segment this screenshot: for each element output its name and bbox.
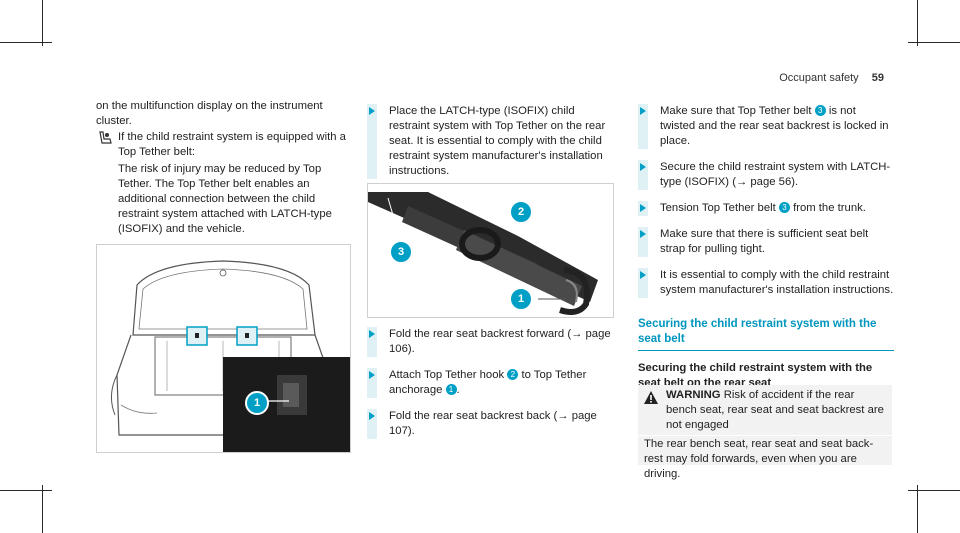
tether-drawing	[368, 184, 613, 317]
intro-text: on the multifunction display on the inst…	[96, 100, 323, 127]
step-text: Make sure that Top Tether belt 3 is not …	[660, 105, 889, 147]
step-text: It is essential to comply with the child…	[660, 269, 894, 296]
crop-mark	[42, 0, 43, 46]
crop-mark	[917, 0, 918, 46]
step-arrow-icon	[640, 204, 646, 212]
number-badge-3: 3	[814, 105, 826, 116]
warning-text: Risk of accident if the rear bench seat,…	[666, 389, 884, 431]
step-arrow-icon	[640, 271, 646, 279]
warning-heading: WARNING Risk of accident if the rear ben…	[666, 388, 888, 433]
step-arrow-icon	[640, 107, 646, 115]
middle-column-steps: Fold the rear seat backrest forward (→ p…	[367, 327, 612, 439]
warning-divider	[638, 435, 892, 436]
callout-2: 2	[509, 200, 533, 224]
step-fold-back: Fold the rear seat backrest back (→ page…	[367, 409, 612, 439]
step-arrow-icon	[369, 107, 375, 115]
step-text: Fold the rear seat backrest back (→ page…	[389, 410, 597, 437]
left-column: on the multifunction display on the inst…	[96, 99, 346, 237]
step-fold-forward: Fold the rear seat backrest forward (→ p…	[367, 327, 612, 357]
warning-text-block: WARNING Risk of accident if the rear ben…	[666, 388, 888, 433]
step-arrow-icon	[640, 230, 646, 238]
running-header: Occupant safety 59	[779, 72, 884, 84]
step-arrow-icon	[369, 371, 375, 379]
warning-label: WARNING	[666, 389, 721, 401]
step-text: Attach Top Tether hook 2 to Top Tether a…	[389, 369, 587, 396]
step-manufacturer-instructions: It is essential to comply with the child…	[638, 268, 894, 298]
step-attach-hook: Attach Top Tether hook 2 to Top Tether a…	[367, 368, 612, 398]
number-badge-3: 3	[778, 202, 790, 213]
step-secure-isofix: Secure the child restraint system with L…	[638, 160, 894, 190]
note-explanation: The risk of injury may be reduced by Top…	[118, 163, 332, 235]
crop-mark	[0, 42, 52, 43]
crop-mark	[908, 490, 960, 491]
car-rear-drawing	[97, 245, 350, 452]
note-condition: If the child restraint system is equippe…	[118, 131, 346, 158]
step-text: Fold the rear seat backrest forward (→ p…	[389, 328, 611, 355]
warning-box: WARNING Risk of accident if the rear ben…	[638, 385, 892, 480]
right-column: Make sure that Top Tether belt 3 is not …	[638, 104, 894, 391]
crop-mark	[908, 42, 960, 43]
page-number: 59	[871, 72, 884, 84]
warning-triangle-icon	[644, 391, 658, 404]
note-block: If the child restraint system is equippe…	[96, 130, 346, 237]
section-heading-text: Securing the child restraint system with…	[638, 318, 877, 345]
top-tether-illustration: 2 3 1	[367, 183, 614, 318]
callout-3: 3	[389, 240, 413, 264]
callout-1: 1	[509, 287, 533, 311]
crop-mark	[917, 485, 918, 533]
step-check-twisted: Make sure that Top Tether belt 3 is not …	[638, 104, 894, 149]
step-sufficient-strap: Make sure that there is sufficient seat …	[638, 227, 894, 257]
step-arrow-icon	[640, 163, 646, 171]
crop-mark	[0, 490, 52, 491]
step-text: Place the LATCH-type (ISOFIX) child rest…	[389, 105, 606, 177]
middle-column: Place the LATCH-type (ISOFIX) child rest…	[367, 104, 612, 179]
step-place-seat: Place the LATCH-type (ISOFIX) child rest…	[367, 104, 612, 179]
child-seat-icon	[99, 131, 112, 144]
section-name: Occupant safety	[779, 72, 859, 84]
section-heading: Securing the child restraint system with…	[638, 317, 894, 351]
step-text: Tension Top Tether belt 3 from the trunk…	[660, 202, 866, 214]
warning-body-block: The rear bench seat, rear seat and seat …	[644, 437, 888, 482]
trunk-illustration: 1	[96, 244, 351, 453]
number-badge-1: 1	[445, 384, 457, 395]
callout-1: 1	[245, 391, 269, 415]
step-tension-belt: Tension Top Tether belt 3 from the trunk…	[638, 201, 894, 216]
step-arrow-icon	[369, 330, 375, 338]
step-arrow-icon	[369, 412, 375, 420]
number-badge-2: 2	[507, 369, 519, 380]
step-text: Secure the child restraint system with L…	[660, 161, 891, 188]
warning-body: The rear bench seat, rear seat and seat …	[644, 438, 874, 480]
step-text: Make sure that there is sufficient seat …	[660, 228, 869, 255]
crop-mark	[42, 485, 43, 533]
